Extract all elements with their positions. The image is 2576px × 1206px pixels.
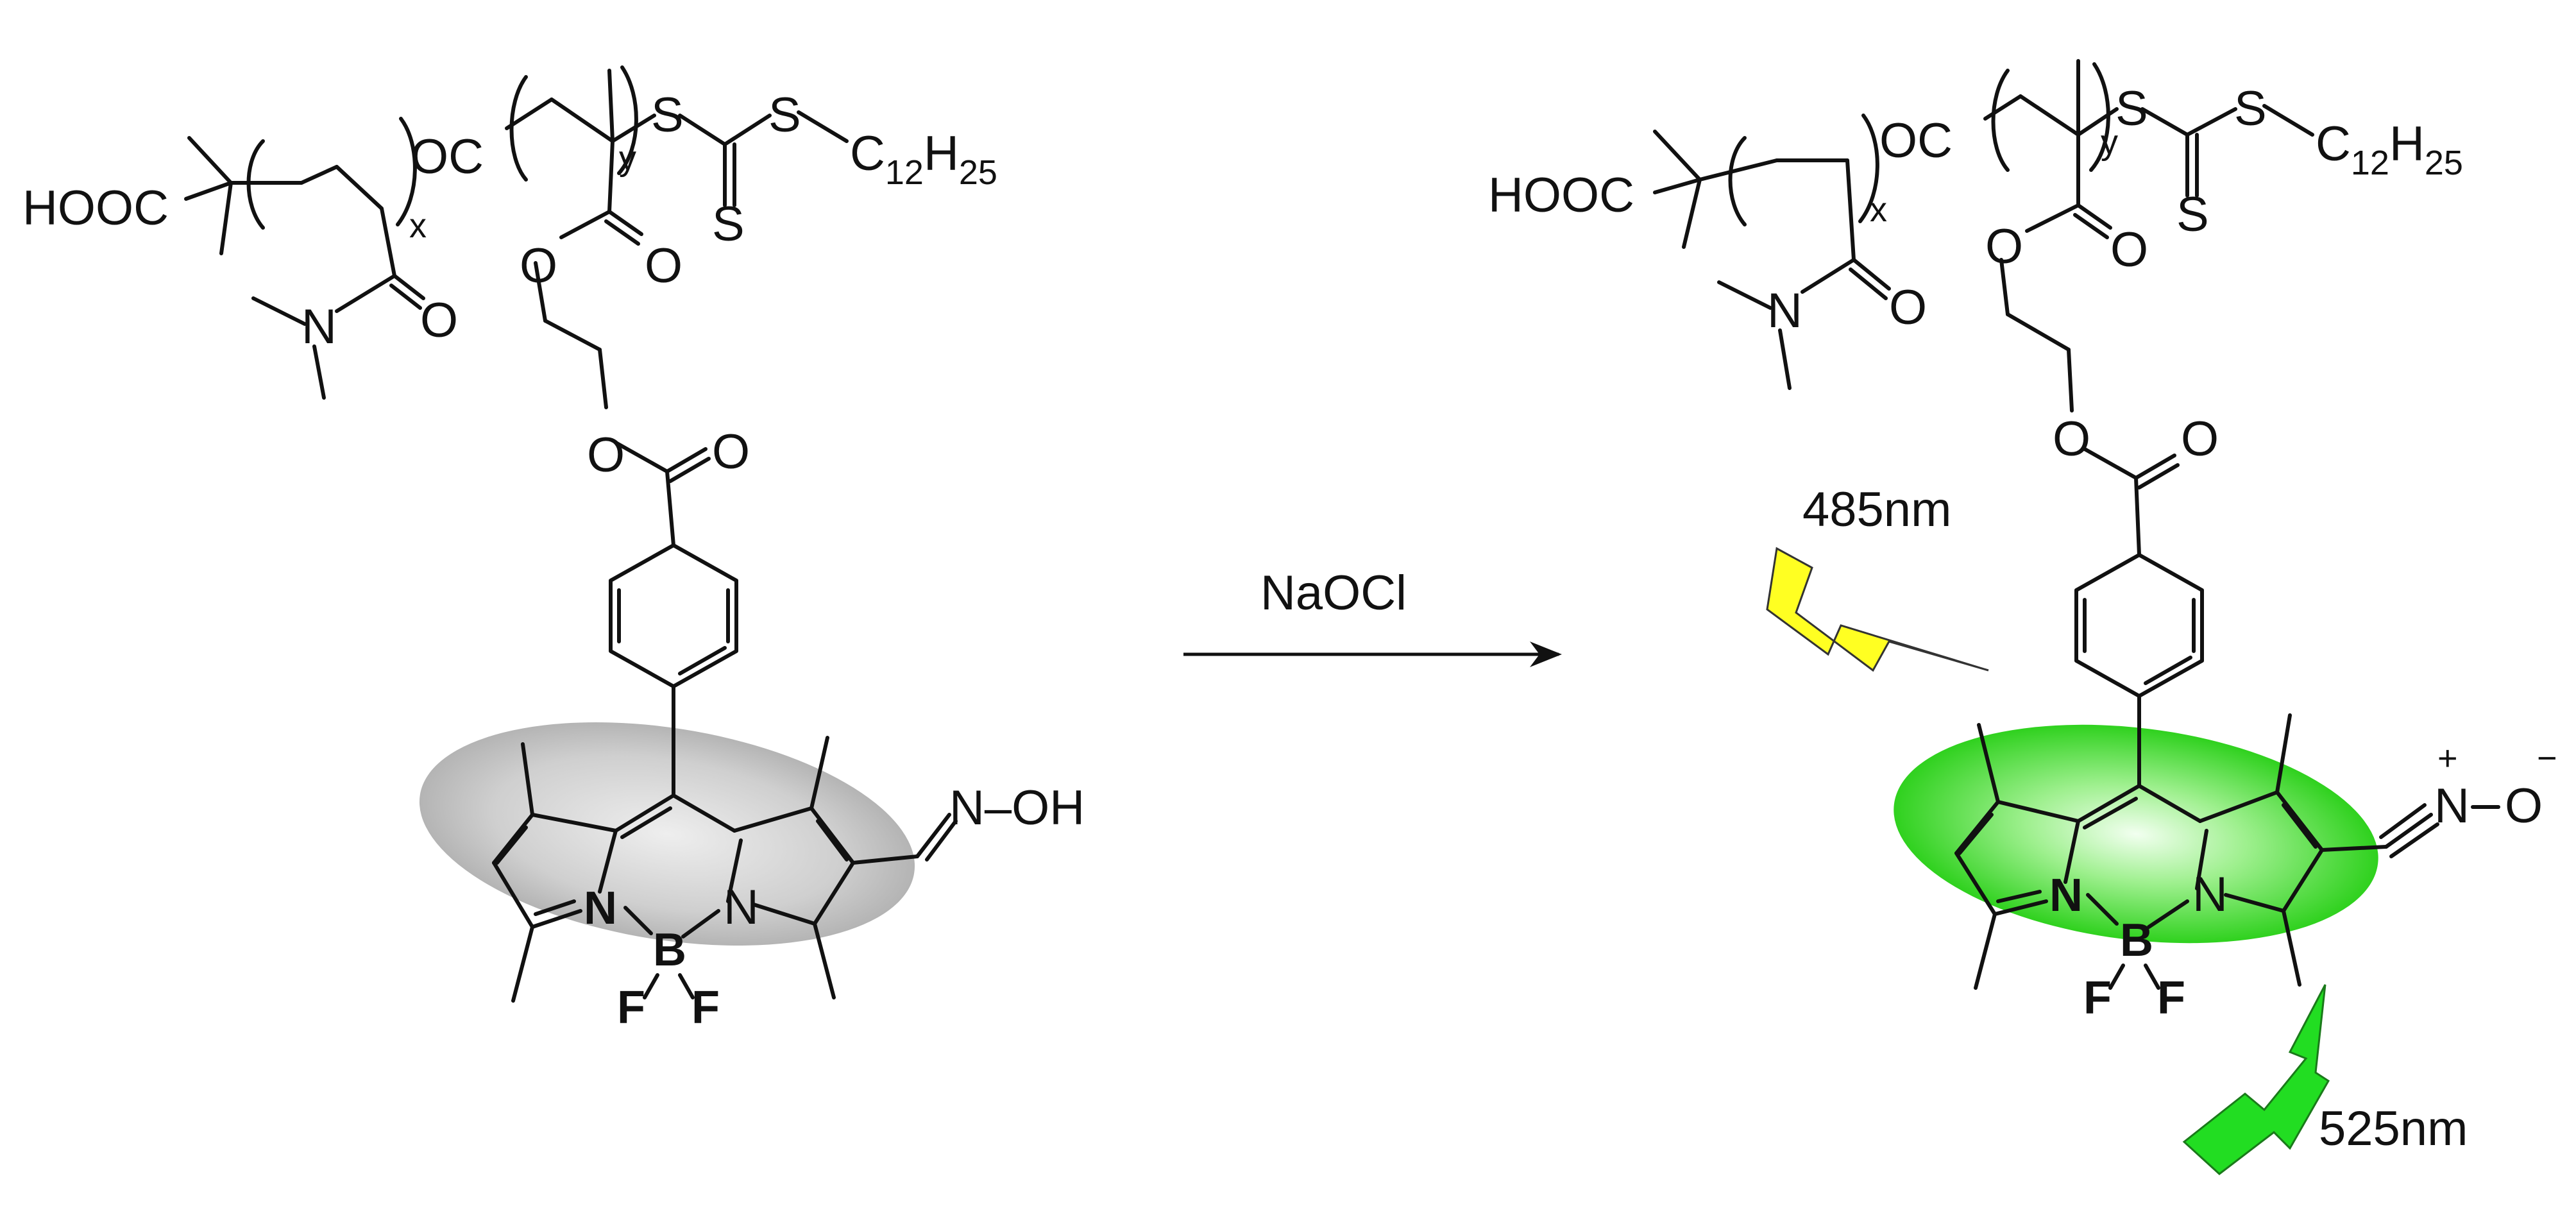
reactant-oxime: N–OH: [949, 781, 1085, 835]
product-charge-plus: +: [2437, 739, 2458, 777]
excitation-bolt-icon: [1766, 547, 1989, 672]
reactant-bodipy-n1: N: [584, 883, 617, 934]
reactant-index-y: y: [619, 139, 636, 178]
product-nitrile-oxide-n: N: [2434, 779, 2470, 833]
reactant-sulfur-1: S: [651, 88, 684, 142]
product-bodipy-n2: N: [2192, 867, 2228, 922]
reactant-bonds: [184, 65, 958, 1003]
reactant-bodipy-halo: [419, 722, 915, 946]
reactant-sulfur-2: S: [768, 88, 801, 142]
product-bonds: [1653, 59, 2500, 990]
reactant-ester-o3: O: [587, 428, 625, 482]
reactant-index-x: x: [409, 207, 427, 245]
reactant-amide-n: N: [301, 300, 337, 354]
reactant-ester-o2: O: [520, 239, 557, 293]
product-ester-o1: O: [2110, 223, 2148, 277]
product-sulfur-1: S: [2115, 81, 2148, 136]
product-ester-link: OC: [1879, 114, 1953, 168]
product-charge-minus: −: [2537, 739, 2557, 777]
product-ester-o3: O: [2053, 412, 2090, 466]
reagent-label: NaOCl: [1260, 566, 1407, 620]
product-chain-end: HOOC: [1488, 168, 1634, 223]
product-amide-n: N: [1767, 284, 1802, 338]
reaction-arrow-group: NaOCl: [1183, 566, 1562, 667]
product-molecule: 485nm 525nm: [1488, 59, 2557, 1175]
product-bodipy-b: B: [2120, 915, 2153, 966]
excitation-label: 485nm: [1802, 482, 1951, 537]
product-bodipy-halo: [1894, 724, 2378, 944]
product-alkyl-chain: C12H25: [2316, 117, 2463, 182]
reactant-amide-o: O: [420, 293, 458, 348]
product-index-x: x: [1870, 191, 1887, 229]
reactant-chain-end: HOOC: [22, 181, 169, 235]
product-sulfur-2: S: [2234, 81, 2267, 136]
product-nitrile-oxide-o: O: [2505, 779, 2543, 833]
reactant-ester-link: OC: [411, 130, 484, 184]
reactant-alkyl-chain: C12H25: [850, 126, 997, 192]
reactant-bodipy-n2: N: [724, 880, 759, 935]
product-bodipy-n1: N: [2049, 870, 2083, 921]
reactant-ester-o1: O: [645, 239, 682, 293]
product-thione-s: S: [2176, 187, 2209, 242]
product-bodipy-f1: F: [2083, 972, 2112, 1024]
product-ester-o2: O: [1985, 219, 2023, 274]
product-amide-o: O: [1889, 280, 1927, 335]
emission-bolt-icon: [2182, 984, 2330, 1175]
product-index-y: y: [2101, 123, 2118, 162]
reactant-bodipy-f2: F: [691, 982, 720, 1033]
product-bodipy-f2: F: [2157, 972, 2185, 1024]
reactant-bodipy-b: B: [653, 924, 686, 976]
product-ester-o4: O: [2181, 412, 2219, 466]
reactant-bodipy-f1: F: [617, 982, 645, 1033]
reactant-ester-o4: O: [712, 425, 750, 479]
reactant-thione-s: S: [712, 197, 745, 251]
emission-label: 525nm: [2319, 1101, 2468, 1156]
reactant-molecule: HOOC x OC y S S S C12H25 O N O O O O N N…: [22, 65, 1085, 1033]
